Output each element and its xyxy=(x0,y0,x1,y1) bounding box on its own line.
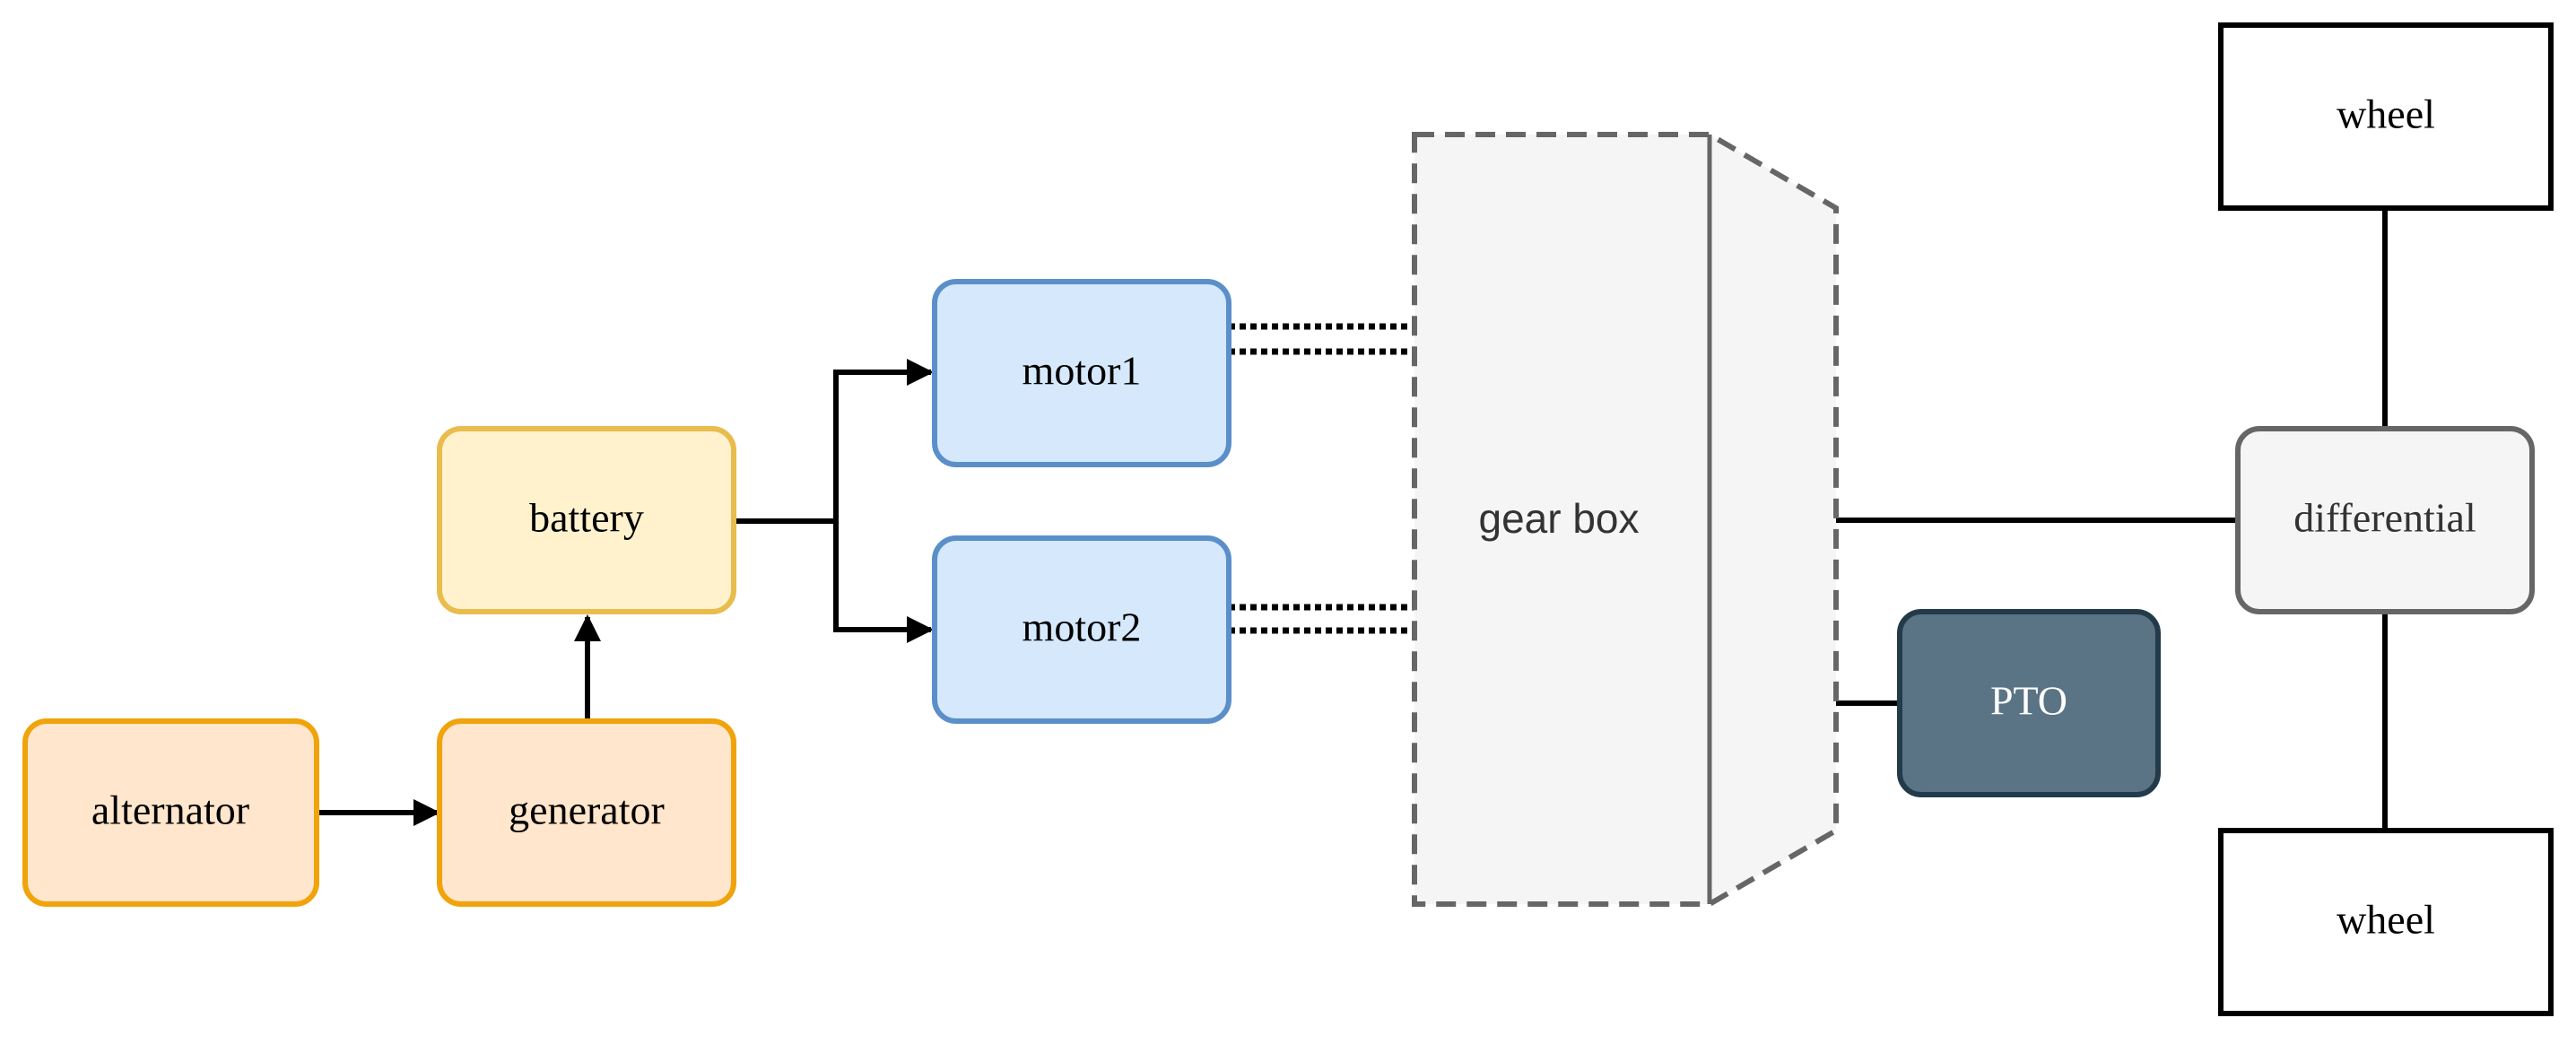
motor1-label: motor1 xyxy=(1023,348,1142,394)
differential-node: differential xyxy=(2235,426,2535,614)
generator-label: generator xyxy=(509,787,665,833)
differential-label: differential xyxy=(2293,495,2476,541)
alternator-node: alternator xyxy=(22,718,319,907)
pto-node: PTO xyxy=(1897,609,2161,797)
gearbox-label: gear box xyxy=(1478,495,1639,542)
gearbox-outline xyxy=(1412,132,1839,907)
edge-battery-motor2 xyxy=(833,521,934,643)
wheel-bottom-node: wheel xyxy=(2218,828,2554,1016)
motor1-node: motor1 xyxy=(932,279,1231,467)
connectors xyxy=(319,208,2388,831)
wheel-top-label: wheel xyxy=(2337,91,2435,137)
edge-battery-motor1 xyxy=(833,359,934,521)
battery-label: battery xyxy=(529,495,644,541)
wheel-top-node: wheel xyxy=(2218,22,2554,211)
motor2-node: motor2 xyxy=(932,535,1231,724)
gearbox: gear box xyxy=(1412,132,1839,907)
pto-label: PTO xyxy=(1990,678,2067,724)
battery-node: battery xyxy=(437,426,736,614)
generator-node: generator xyxy=(437,718,736,907)
wheel-bottom-label: wheel xyxy=(2337,897,2435,943)
alternator-label: alternator xyxy=(91,787,249,833)
motor2-label: motor2 xyxy=(1023,605,1142,650)
